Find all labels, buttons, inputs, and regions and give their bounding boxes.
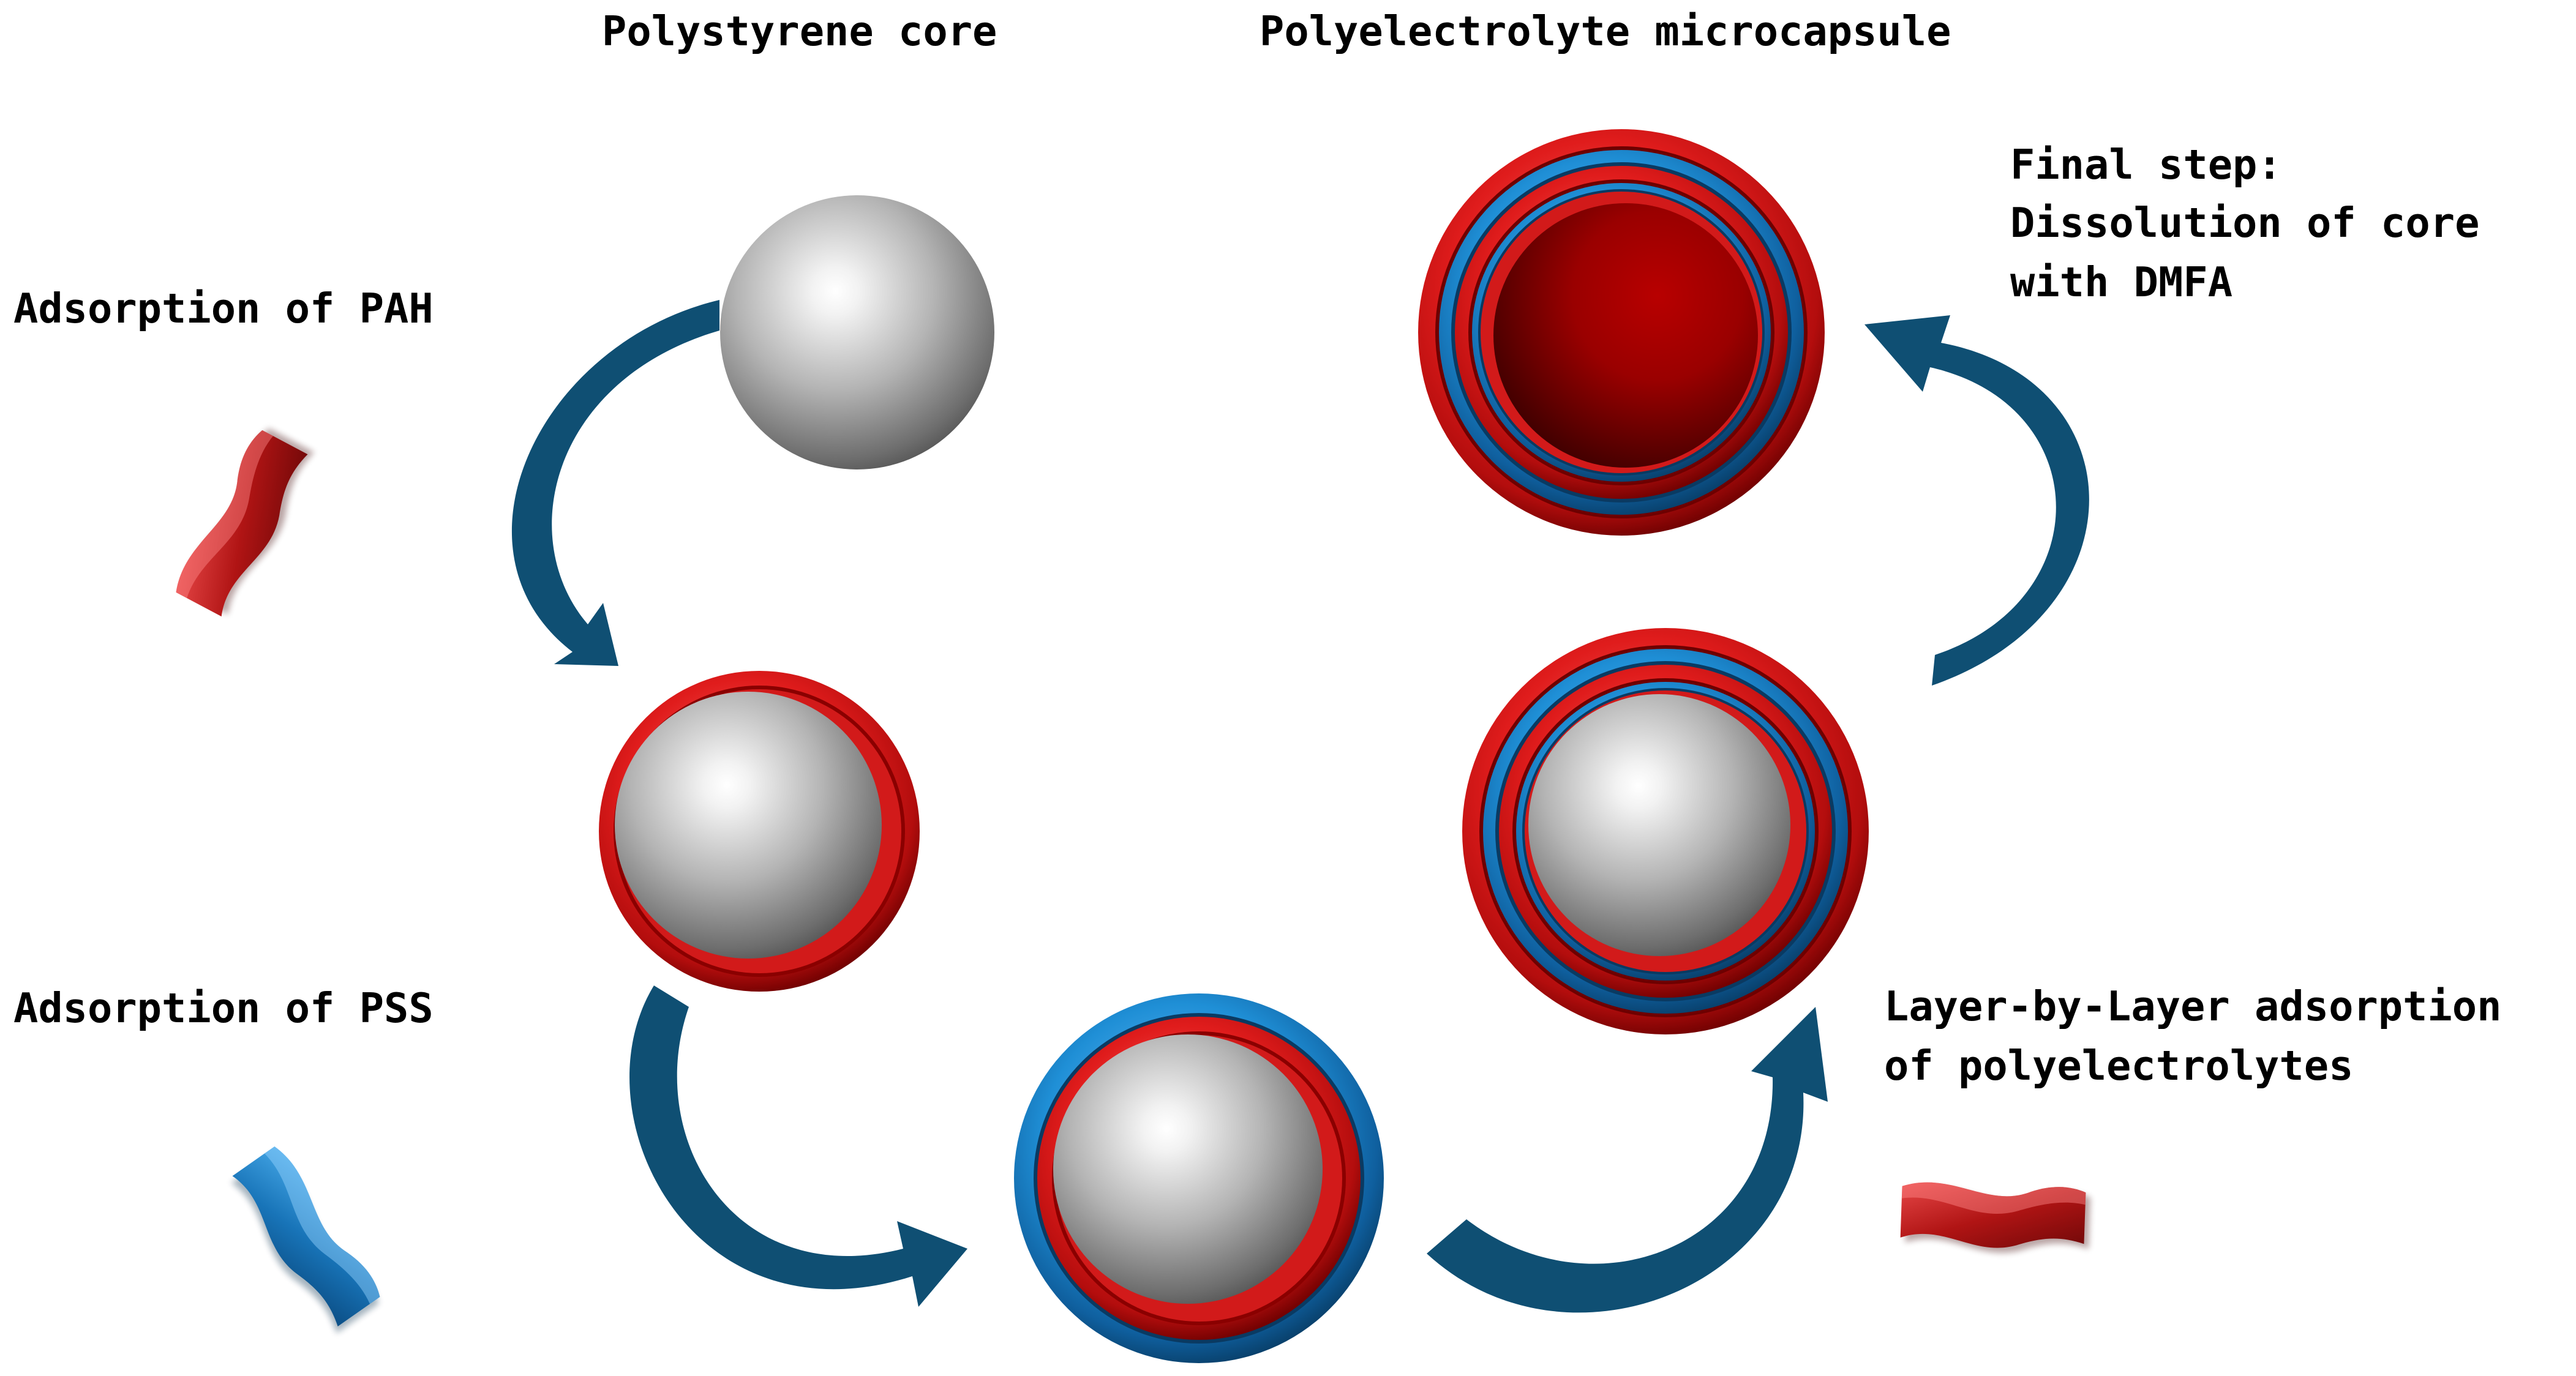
dissolution-label: Dissolution of core bbox=[2010, 199, 2479, 247]
adsorption-pss-label: Adsorption of PSS bbox=[13, 984, 434, 1032]
core-sphere bbox=[615, 692, 882, 959]
layer-by-layer-label: Layer-by-Layer adsorption bbox=[1884, 982, 2501, 1030]
lbl-strip-icon bbox=[1900, 1182, 2091, 1253]
core-sphere bbox=[1528, 694, 1790, 956]
pss-strip-icon bbox=[231, 1146, 380, 1334]
pah-strip-icon bbox=[176, 428, 315, 617]
arrow-lbl-to-capsule-icon bbox=[1864, 315, 2089, 686]
capsule-interior bbox=[1493, 203, 1758, 468]
core-sphere bbox=[1053, 1034, 1323, 1304]
adsorption-pah-label: Adsorption of PAH bbox=[13, 285, 434, 332]
multilayer-coated-core bbox=[1462, 628, 1869, 1034]
pah-coated-core bbox=[599, 671, 920, 992]
polyelectrolyte-microcapsule-label: Polyelectrolyte microcapsule bbox=[1260, 7, 1951, 55]
arrow-pss-to-lbl-icon bbox=[1427, 1007, 1828, 1313]
polystyrene-core-label: Polystyrene core bbox=[602, 7, 997, 55]
arrow-core-to-pah-icon bbox=[511, 300, 719, 666]
polyelectrolytes-label: of polyelectrolytes bbox=[1884, 1042, 2353, 1090]
dmfa-label: with DMFA bbox=[2010, 258, 2232, 306]
polystyrene-core-sphere bbox=[720, 195, 994, 469]
arrow-pah-to-pss-icon bbox=[629, 985, 967, 1307]
hollow-microcapsule bbox=[1418, 129, 1825, 536]
pss-coated-core bbox=[1014, 993, 1384, 1363]
final-step-label: Final step: bbox=[2010, 141, 2282, 189]
